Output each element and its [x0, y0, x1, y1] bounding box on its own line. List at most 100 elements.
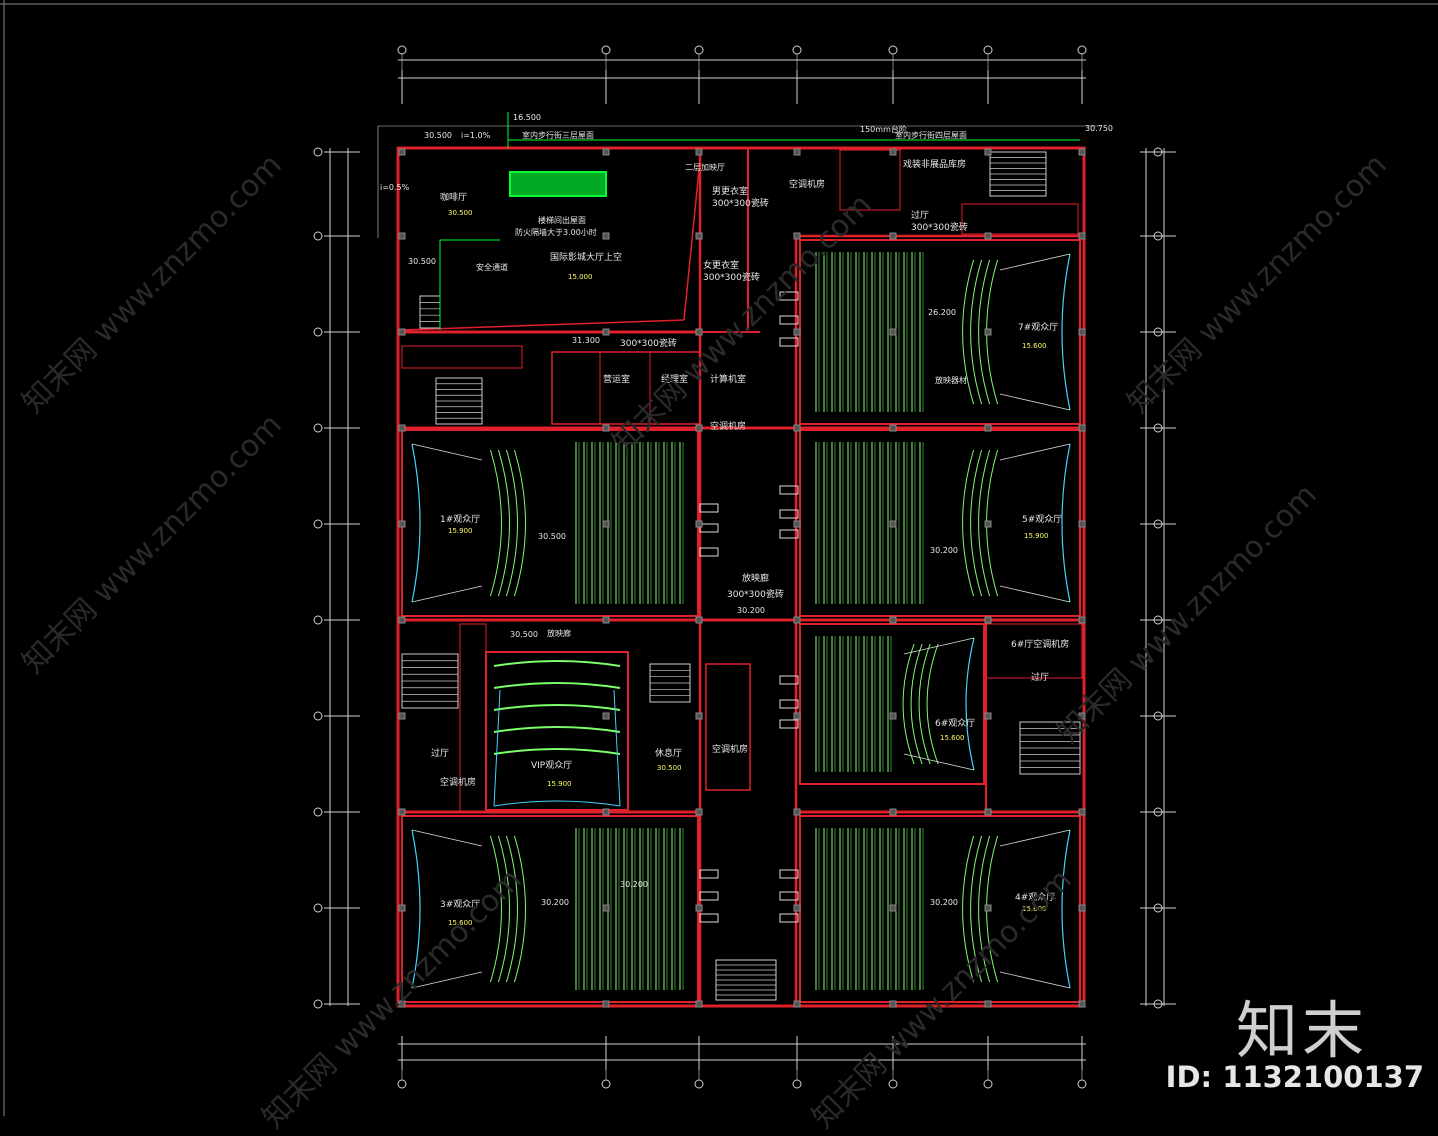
column-marker: [889, 904, 897, 912]
sightline: [903, 637, 975, 771]
axis-bubble: [983, 45, 993, 55]
column-marker: [984, 328, 992, 336]
axis-bubble: [983, 1079, 993, 1089]
axis-bubble: [694, 1079, 704, 1089]
note-elev-hall7: 26.200: [928, 308, 956, 317]
room-label-hall1: 1#观众厅: [440, 515, 481, 525]
column-marker: [398, 616, 406, 624]
toilet-row: [401, 345, 523, 369]
storage-block: [961, 203, 1079, 235]
column-marker: [793, 1000, 801, 1008]
vip-seat-row: [493, 748, 621, 755]
column-marker: [1078, 328, 1086, 336]
equipment-box: [779, 699, 799, 709]
column-marker: [984, 712, 992, 720]
equipment-box: [699, 547, 719, 557]
column-marker: [695, 232, 703, 240]
note-elev-misc: 30.200: [620, 880, 648, 889]
axis-bubble-side: [1153, 903, 1163, 913]
column-marker: [1078, 1000, 1086, 1008]
equipment-box: [779, 719, 799, 729]
room-label-lobby: 国际影城大厅上空: [550, 253, 623, 263]
note-elev-projection: 30.200: [737, 606, 765, 615]
sightline: [411, 829, 483, 989]
axis-bubble-side: [313, 327, 323, 337]
column-marker: [889, 712, 897, 720]
axis-bubble: [601, 45, 611, 55]
note-elev-vip: 30.500: [510, 630, 538, 639]
note-elev-top-right: 30.750: [1085, 124, 1113, 133]
axis-bubble: [1077, 45, 1087, 55]
axis-bubble-side: [1153, 519, 1163, 529]
room-elev-hall1: 15.900: [448, 527, 473, 535]
axis-bubble-side: [1153, 327, 1163, 337]
column-marker: [984, 148, 992, 156]
room-label-hall5: 5#观众厅: [1022, 515, 1063, 525]
room-elev-hall3: 15.600: [448, 919, 473, 927]
column-marker: [889, 1000, 897, 1008]
side-rooms: [459, 623, 487, 813]
screen-curve: [1061, 443, 1071, 603]
column-marker: [398, 424, 406, 432]
sightline: [999, 443, 1071, 603]
column-marker: [984, 1000, 992, 1008]
axis-bubble: [694, 45, 704, 55]
equipment-box: [779, 485, 799, 495]
column-marker: [1078, 616, 1086, 624]
room-label-projection: 放映廊: [742, 574, 770, 584]
column-marker: [398, 148, 406, 156]
column-marker: [695, 328, 703, 336]
equipment-box: [779, 509, 799, 519]
curved-seat-row: [970, 835, 983, 983]
room-label-hall6: 6#观众厅: [935, 719, 976, 729]
column-marker: [984, 232, 992, 240]
vip-seat-row: [493, 726, 621, 733]
axis-bubble: [792, 45, 802, 55]
axis-bubble-side: [313, 615, 323, 625]
ac6-room: [985, 623, 1083, 679]
curved-seat-row: [910, 643, 923, 765]
axis-bubble: [397, 45, 407, 55]
vip-seat-row: [493, 682, 621, 689]
room-elev-hall6: 15.600: [940, 734, 965, 742]
axis-bubble-side: [1153, 999, 1163, 1009]
room-label-hall7: 7#观众厅: [1018, 323, 1059, 333]
axis-bubble-side: [1153, 231, 1163, 241]
column-marker: [398, 520, 406, 528]
column-marker: [793, 328, 801, 336]
column-marker: [695, 616, 703, 624]
column-marker: [695, 1000, 703, 1008]
note-elev-hall5: 30.200: [930, 546, 958, 555]
column-marker: [984, 616, 992, 624]
column-marker: [889, 232, 897, 240]
room-sub-projection: 300*300瓷砖: [727, 590, 784, 600]
room-label-men-lounge: 男更衣室: [712, 187, 749, 197]
lobby-note-2: 楼梯间出屋面: [538, 216, 586, 225]
axis-bubble: [792, 1079, 802, 1089]
column-marker: [793, 616, 801, 624]
room-label-props: 戏装非展品库房: [903, 160, 967, 170]
equipment-box: [779, 529, 799, 539]
column-marker: [889, 808, 897, 816]
room-label-ac3: 空调机房: [712, 745, 749, 755]
curved-seat-row: [498, 449, 510, 597]
vip-screen: [493, 689, 621, 807]
room-label-cafe: 咖啡厅: [440, 193, 468, 203]
equipment-box: [699, 503, 719, 513]
room-elev-hall7: 15.600: [1022, 342, 1047, 350]
column-marker: [602, 904, 610, 912]
column-marker: [793, 424, 801, 432]
column-marker: [889, 424, 897, 432]
column-marker: [889, 520, 897, 528]
column-marker: [793, 808, 801, 816]
column-marker: [398, 904, 406, 912]
outer-wall: [396, 146, 1086, 1008]
column-marker: [1078, 904, 1086, 912]
column-marker: [602, 1000, 610, 1008]
column-marker: [889, 328, 897, 336]
column-marker: [984, 904, 992, 912]
axis-bubble-side: [313, 711, 323, 721]
curved-seat-row: [506, 449, 518, 597]
note-slope-1: i=1.0%: [461, 131, 491, 140]
